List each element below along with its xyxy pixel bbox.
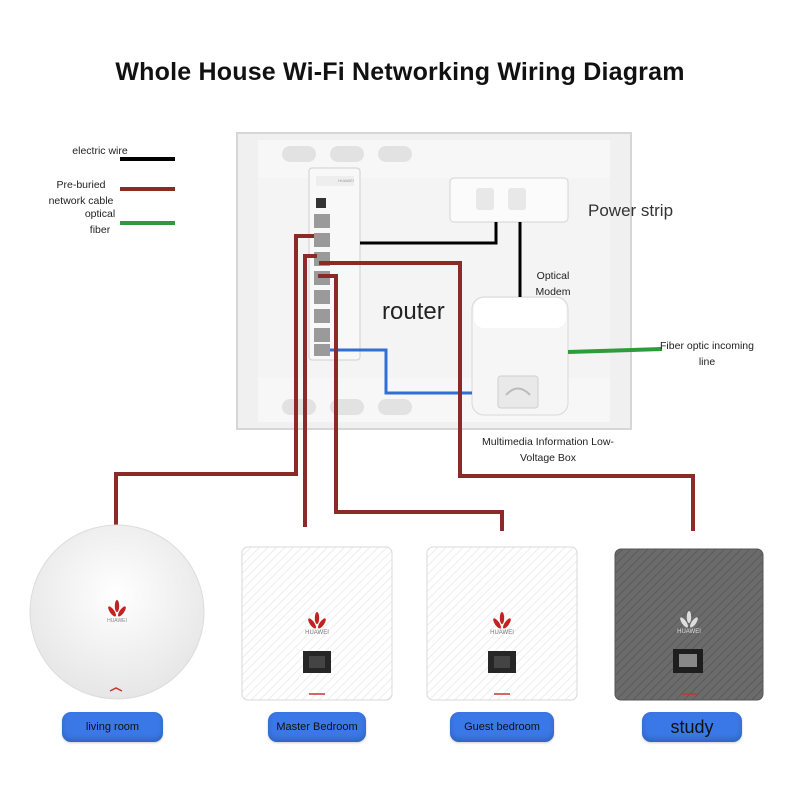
study-panel: [614, 548, 764, 701]
fiber-incoming-line: [567, 347, 663, 354]
brand-text: HUAWEI: [338, 178, 354, 183]
huawei-logo-icon: [493, 612, 511, 629]
brand-text: HUAWEI: [677, 629, 701, 635]
network-cables: [114, 234, 695, 531]
room-label-living-room: living room: [62, 712, 163, 742]
power-strip: [449, 177, 569, 223]
huawei-logo-icon: [308, 612, 326, 629]
optical-modem-label: Optical Modem: [535, 270, 571, 298]
legend-label-fiber: optical fiber: [84, 208, 116, 236]
room-label-guest-bedroom: Guest bedroom: [450, 712, 554, 742]
brand-text: HUAWEI: [305, 630, 329, 636]
room-label-study: study: [642, 712, 742, 742]
electric-wires: [360, 222, 522, 297]
brand-text: HUAWEI: [107, 618, 127, 624]
lan-cable-router-modem: [330, 348, 472, 395]
brand-text: HUAWEI: [490, 630, 514, 636]
huawei-logo-icon: [680, 611, 698, 628]
router-label: router: [382, 298, 445, 325]
box-label: Multimedia Information Low-Voltage Box: [482, 436, 614, 464]
fiber-line-label: Fiber optic incoming line: [660, 340, 754, 368]
huawei-logo-icon: [108, 600, 126, 617]
optical-modem: [471, 296, 569, 416]
legend-label-network: Pre-buried network cable: [48, 179, 114, 207]
legend-label-electric: electric wire: [72, 145, 128, 157]
room-label-master-bedroom: Master Bedroom: [268, 712, 366, 742]
power-strip-label: Power strip: [588, 201, 674, 220]
page-title: Whole House Wi-Fi Networking Wiring Diag…: [115, 58, 685, 86]
